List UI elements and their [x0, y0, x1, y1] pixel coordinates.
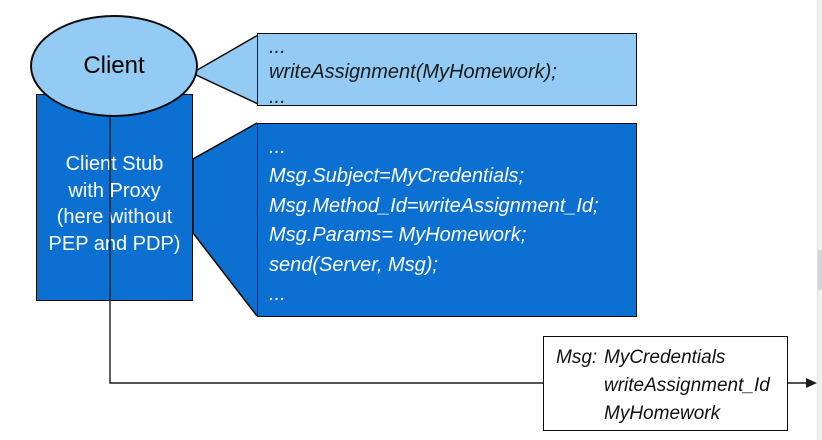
- message-box-label: Msg:: [556, 347, 598, 368]
- client-callout-pointer-edge: [190, 34, 259, 105]
- client-stub-line: with Proxy: [68, 179, 161, 202]
- client-node: Client: [30, 15, 198, 117]
- stub-code-callout: ... Msg.Subject=MyCredentials; Msg.Metho…: [257, 123, 637, 317]
- message-value: writeAssignment_Id: [604, 375, 770, 396]
- message-value: MyHomework: [604, 403, 721, 424]
- client-callout-pointer: [192, 35, 258, 104]
- code-line: Msg.Subject=MyCredentials;: [269, 165, 525, 188]
- message-box-values: MyCredentials writeAssignment_Id MyHomew…: [604, 344, 787, 428]
- code-line: ...: [269, 283, 286, 306]
- client-node-label: Client: [83, 52, 145, 79]
- code-line: send(Server, Msg);: [269, 253, 438, 276]
- client-stub-line: PEP and PDP): [48, 232, 181, 255]
- scrollbar-thumb[interactable]: [818, 250, 822, 290]
- message-box: Msg: MyCredentials writeAssignment_Id My…: [543, 336, 788, 431]
- code-line: Msg.Method_Id=writeAssignment_Id;: [269, 194, 599, 217]
- arrow-right-icon: [806, 378, 817, 388]
- message-value: MyCredentials: [604, 347, 726, 368]
- client-stub-node: Client Stub with Proxy (here without PEP…: [36, 94, 193, 301]
- client-stub-line: Client Stub: [65, 153, 164, 175]
- code-line: Msg.Params= MyHomework;: [269, 224, 527, 247]
- code-line: ...: [269, 86, 286, 108]
- stub-callout-pointer-edge: [192, 122, 258, 317]
- stub-callout-pointer: [193, 123, 257, 316]
- code-line: ...: [269, 36, 286, 58]
- client-code-callout: ... writeAssignment(MyHomework); ...: [257, 33, 637, 108]
- code-line: writeAssignment(MyHomework);: [269, 61, 557, 83]
- scrollbar-track[interactable]: [817, 0, 822, 440]
- client-stub-line: (here without: [56, 206, 173, 228]
- code-line: ...: [269, 136, 286, 158]
